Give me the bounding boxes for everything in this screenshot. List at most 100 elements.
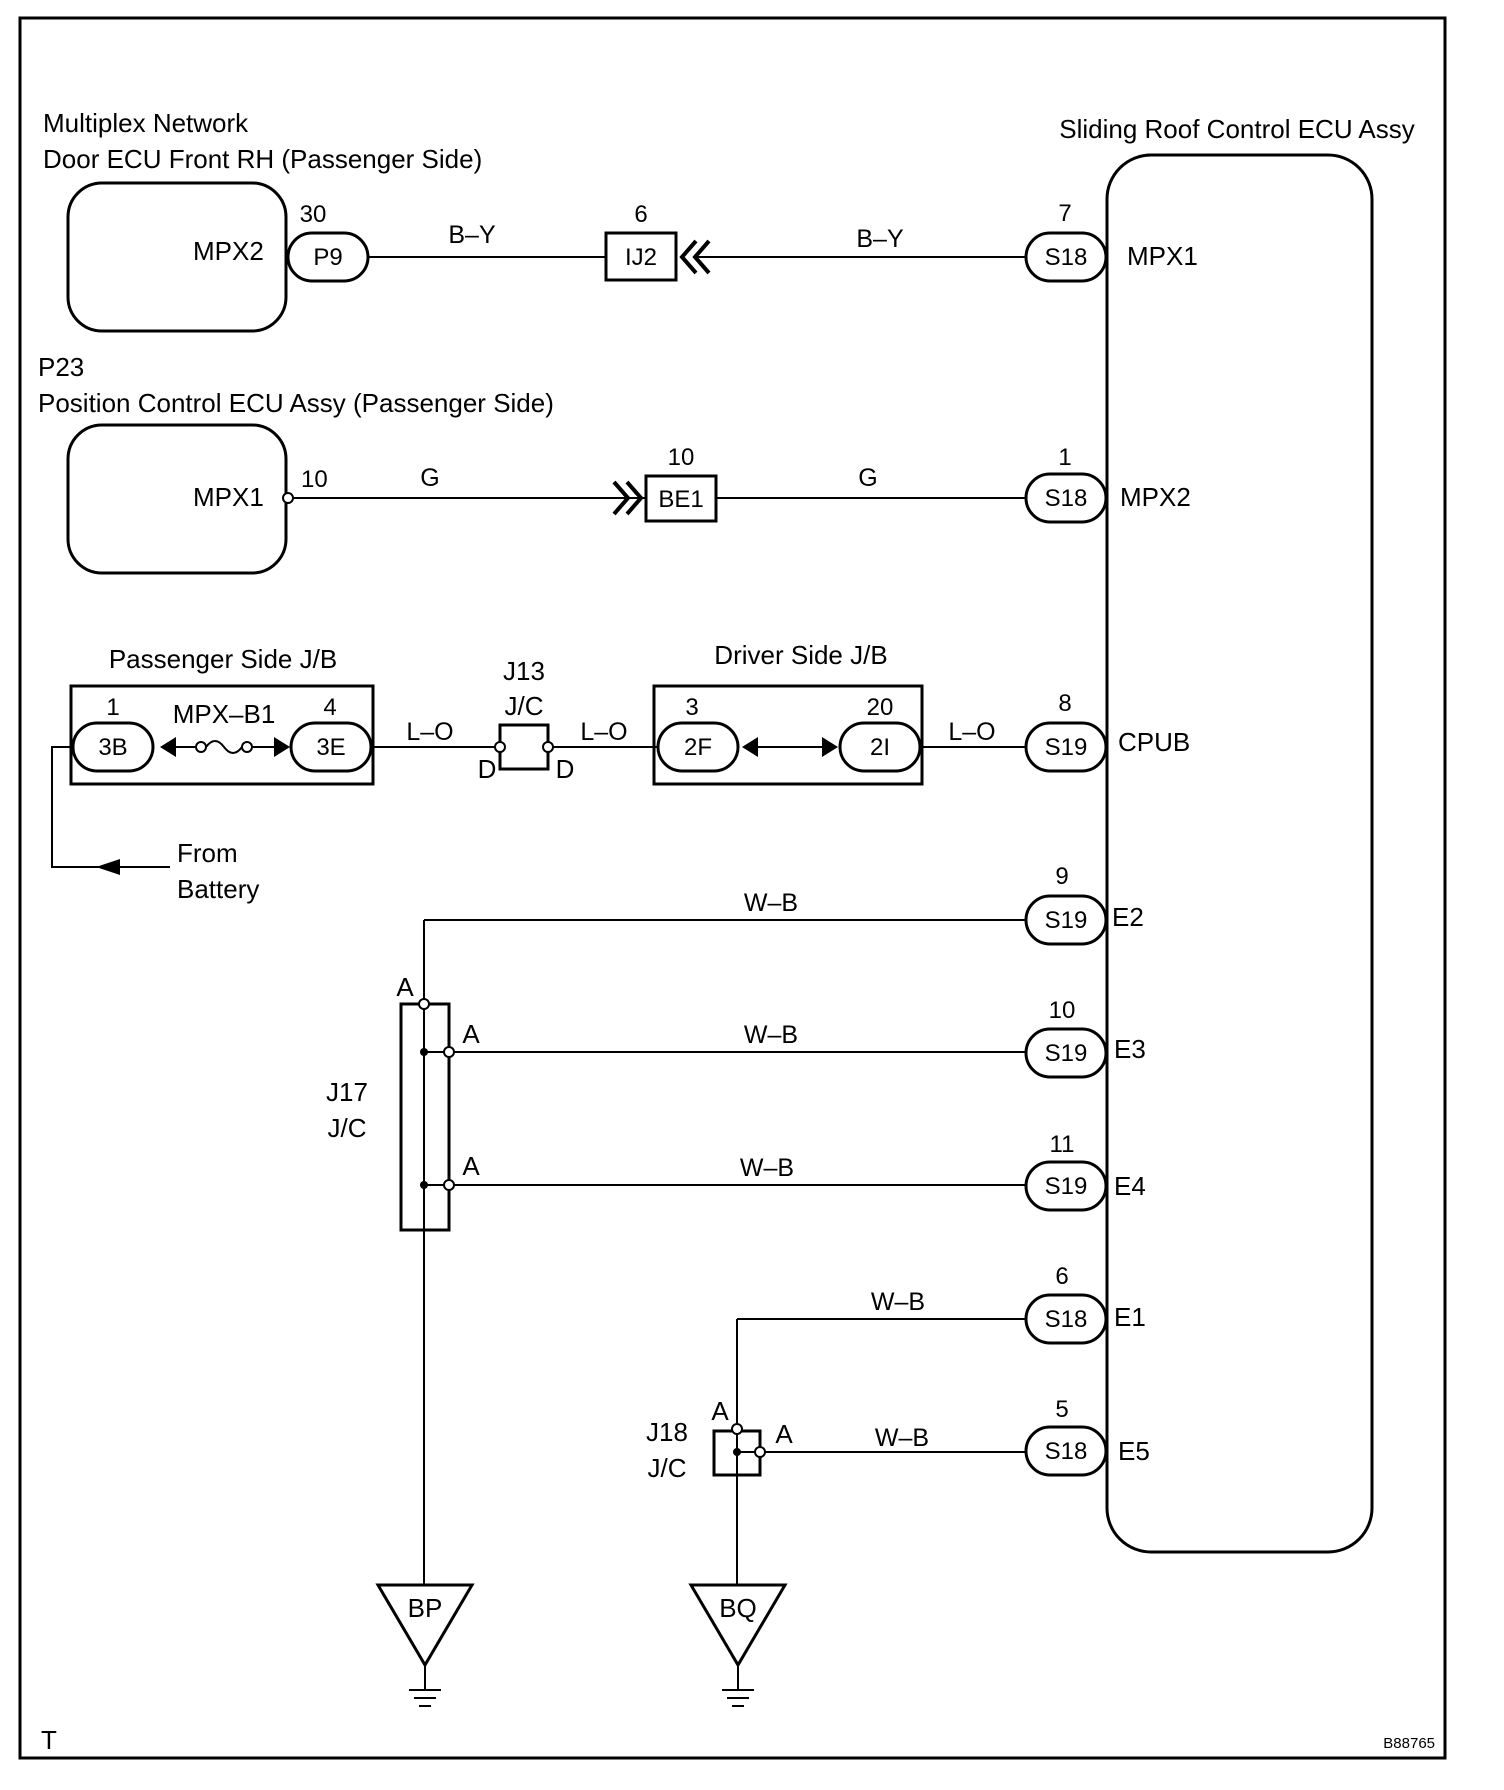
ground-bp-label: BP: [408, 1593, 443, 1623]
terminal-pin: 11: [1050, 1131, 1075, 1158]
terminal-connector: S18: [1045, 485, 1088, 512]
sliding-ecu-box: [1105, 153, 1374, 1554]
djb-pin-left: 3: [685, 694, 698, 721]
terminal-pin: 8: [1058, 690, 1071, 717]
fuse-label: MPX–B1: [173, 699, 276, 729]
ground-bp-icon: [375, 1583, 475, 1668]
terminal-pin: 7: [1058, 200, 1071, 227]
door-ecu-title-line2: Door ECU Front RH (Passenger Side): [43, 144, 482, 174]
driver-jb-label: Driver Side J/B: [714, 640, 887, 670]
j17-pin-mid: A: [462, 1019, 480, 1049]
connector-3b-label: 3B: [98, 734, 127, 761]
junction-j13: [498, 723, 550, 771]
terminal-name: MPX2: [1120, 482, 1191, 512]
terminal-e1: 6 S18 E1: [1024, 1263, 1146, 1345]
terminal-e4: 11 S19 E4: [1024, 1131, 1146, 1212]
wire-power-3: L–O: [948, 718, 995, 746]
position-ecu-title: Position Control ECU Assy (Passenger Sid…: [38, 388, 554, 418]
from-battery-arrow-icon: [96, 859, 120, 875]
terminal-pin: 6: [1055, 1263, 1068, 1290]
j17-type: J/C: [328, 1113, 367, 1143]
terminal-name: E2: [1112, 902, 1144, 932]
wire-position-ecu-2: G: [858, 464, 877, 492]
j13-code: J13: [503, 656, 545, 686]
from-battery-line2: Battery: [177, 874, 259, 904]
driver-jb-box: [652, 684, 924, 786]
fuse-icon: [160, 737, 290, 757]
ij2-chevron-icon: [679, 239, 711, 275]
j18-pin-right: A: [775, 1419, 793, 1449]
connector-2i-label: 2I: [870, 734, 890, 761]
connector-p9-label: P9: [313, 244, 342, 271]
wire-ground-e4: W–B: [740, 1154, 794, 1182]
connector-2f: [656, 721, 740, 773]
j18-type: J/C: [648, 1453, 687, 1483]
j13-type: J/C: [505, 691, 544, 721]
j18-code: J18: [646, 1417, 688, 1447]
position-ecu-code: P23: [38, 352, 84, 382]
position-ecu-terminal: MPX1: [193, 482, 264, 512]
from-battery-line1: From: [177, 838, 238, 868]
figure-id: B88765: [1383, 1735, 1435, 1752]
terminal-connector: S19: [1045, 1173, 1088, 1200]
j18-pin-top: A: [711, 1396, 729, 1426]
corner-mark: T: [41, 1725, 57, 1755]
terminal-connector: S18: [1045, 244, 1088, 271]
wire-ground-e3: W–B: [744, 1021, 798, 1049]
wire-door-ecu-2: B–Y: [856, 225, 904, 253]
terminal-connector: S19: [1045, 907, 1088, 934]
wire-door-ecu-1: B–Y: [448, 221, 496, 249]
wire-power-1: L–O: [406, 718, 453, 746]
ground-bq-label: BQ: [719, 1593, 757, 1623]
terminal-connector: S19: [1045, 1040, 1088, 1067]
wire-position-ecu-1: G: [420, 464, 439, 492]
j17-pin-top: A: [396, 972, 414, 1002]
door-ecu-pin: 30: [300, 201, 327, 228]
terminal-e5: 5 S18 E5: [1024, 1396, 1150, 1477]
wire-ground-e5: W–B: [875, 1424, 929, 1452]
terminal-name: E3: [1114, 1034, 1146, 1064]
terminal-name: CPUB: [1118, 727, 1190, 757]
connector-2i: [838, 721, 922, 773]
junction-be1-label: BE1: [658, 486, 703, 513]
j13-pin-left: D: [478, 754, 497, 784]
terminal-name: E4: [1114, 1171, 1146, 1201]
j13-pin-right: D: [556, 754, 575, 784]
connector-3e-label: 3E: [316, 734, 345, 761]
terminal-name: E5: [1118, 1436, 1150, 1466]
terminal-e3: 10 S19 E3: [1024, 997, 1146, 1079]
terminal-connector: S18: [1045, 1306, 1088, 1333]
connector-3e: [289, 721, 373, 773]
door-ecu-title-line1: Multiplex Network: [43, 108, 249, 138]
wire-power-2: L–O: [580, 718, 627, 746]
ij2-pin: 6: [634, 201, 647, 228]
wire-ground-e2: W–B: [744, 889, 798, 917]
position-ecu-pin: 10: [301, 466, 328, 493]
ground-bq-icon: [688, 1583, 788, 1668]
terminal-mpx2: 1 S18 MPX2: [1024, 444, 1191, 524]
connector-2f-label: 2F: [684, 734, 712, 761]
terminal-connector: S18: [1045, 1438, 1088, 1465]
pjb-pin-right: 4: [323, 694, 336, 721]
door-ecu-box: [66, 181, 288, 333]
be1-pin: 10: [668, 444, 695, 471]
door-ecu-terminal: MPX2: [193, 236, 264, 266]
wire-ground-e1: W–B: [871, 1288, 925, 1316]
terminal-pin: 5: [1055, 1396, 1068, 1423]
diagram-frame: [18, 16, 1447, 1760]
passenger-jb-box: [69, 684, 375, 786]
terminal-pin: 1: [1058, 444, 1071, 471]
j17-code: J17: [326, 1077, 368, 1107]
terminal-cpub: 8 S19 CPUB: [1024, 690, 1190, 773]
pjb-pin-left: 1: [106, 694, 119, 721]
junction-ij2: [604, 231, 678, 282]
terminal-connector: S19: [1045, 734, 1088, 761]
sliding-ecu-title: Sliding Roof Control ECU Assy: [1059, 114, 1414, 144]
j17-pin-bottom: A: [462, 1151, 480, 1181]
be1-chevron-icon: [612, 480, 644, 516]
terminal-pin: 9: [1055, 863, 1068, 890]
terminal-mpx1: 7 S18 MPX1: [1024, 200, 1198, 283]
passenger-jb-label: Passenger Side J/B: [109, 644, 337, 674]
terminal-name: E1: [1114, 1302, 1146, 1332]
